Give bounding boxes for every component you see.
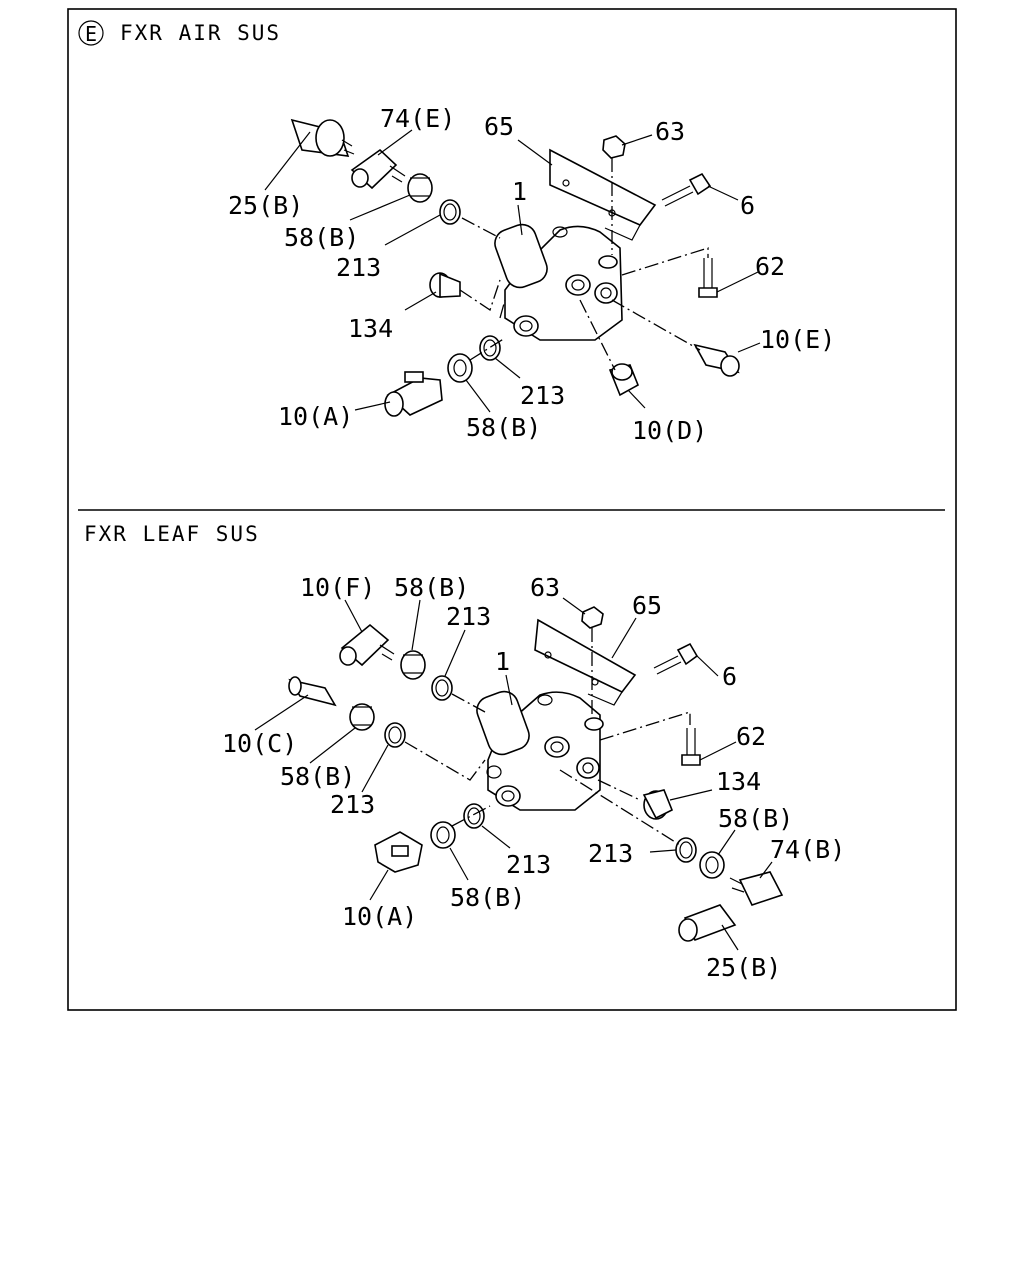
callout-25b: 25(B) — [228, 191, 303, 220]
tee-fitting-74e — [350, 148, 406, 190]
valve-body-1 — [494, 223, 623, 341]
callout-65: 65 — [632, 591, 662, 620]
nut-63 — [602, 135, 626, 159]
pressure-switch-25b — [678, 904, 737, 942]
callout-58b: 58(B) — [450, 883, 525, 912]
callout-6: 6 — [740, 191, 755, 220]
fitting-10a-upper — [384, 371, 443, 417]
fitting-10e — [693, 343, 740, 377]
elbow-fitting-10a — [374, 831, 423, 873]
bracket-65 — [549, 148, 657, 241]
adapter-58b-top — [400, 650, 426, 680]
callout-25b: 25(B) — [706, 953, 781, 982]
callout-58b: 58(B) — [718, 804, 793, 833]
callout-62: 62 — [755, 252, 785, 281]
section-badge-circle — [78, 20, 104, 46]
callout-10d: 10(D) — [632, 416, 707, 445]
elbow-fitting-10f — [339, 623, 395, 667]
washer-213-top — [431, 675, 453, 701]
bolt-62 — [698, 258, 718, 298]
callout-213: 213 — [520, 381, 565, 410]
callout-65: 65 — [484, 112, 514, 141]
fitting-10c — [288, 676, 337, 707]
section-title-air-sus: FXR AIR SUS — [120, 21, 281, 45]
washer-213-lower — [479, 335, 501, 361]
plug-134 — [642, 789, 674, 820]
pressure-switch-25b — [290, 118, 355, 157]
callout-213: 213 — [336, 253, 381, 282]
adapter-58b-left — [349, 703, 375, 731]
callout-1: 1 — [512, 177, 527, 206]
callout-10e: 10(E) — [760, 325, 835, 354]
adapter-58b-upper — [407, 173, 433, 203]
washer-213-right — [675, 837, 697, 863]
plug-134 — [429, 272, 461, 298]
callout-213: 213 — [330, 790, 375, 819]
callout-63: 63 — [530, 573, 560, 602]
adapter-58b-lower — [430, 821, 456, 849]
callout-62: 62 — [736, 722, 766, 751]
callout-58b: 58(B) — [284, 223, 359, 252]
tee-fitting-74b — [729, 871, 784, 906]
leader-lines-leaf — [254, 597, 773, 951]
bolt-6 — [653, 642, 699, 675]
callout-10a: 10(A) — [342, 902, 417, 931]
callout-213: 213 — [506, 850, 551, 879]
callout-213: 213 — [588, 839, 633, 868]
callout-74b: 74(B) — [770, 835, 845, 864]
section-title-leaf-sus: FXR LEAF SUS — [84, 522, 260, 546]
section-leaf-sus: FXR LEAF SUS — [84, 522, 845, 982]
callout-134: 134 — [716, 767, 761, 796]
adapter-58b-lower — [447, 353, 473, 383]
callout-10f: 10(F) — [300, 573, 375, 602]
leader-lines-air — [264, 129, 761, 413]
callout-1: 1 — [495, 647, 510, 676]
fitting-10d — [608, 363, 640, 397]
callout-63: 63 — [655, 117, 685, 146]
callout-58b: 58(B) — [466, 413, 541, 442]
washer-213-left — [384, 722, 406, 748]
callout-134: 134 — [348, 314, 393, 343]
callout-58b: 58(B) — [394, 573, 469, 602]
bracket-65 — [534, 618, 637, 706]
callout-58b: 58(B) — [280, 762, 355, 791]
section-badge-letter: E — [85, 22, 97, 46]
washer-213-upper — [439, 199, 461, 225]
adapter-58b-right — [699, 851, 725, 879]
bolt-6 — [661, 172, 712, 207]
bolt-62 — [681, 728, 701, 766]
callout-6: 6 — [722, 662, 737, 691]
section-air-sus: E FXR AIR SUS — [78, 20, 835, 445]
valve-body-1 — [476, 690, 604, 811]
callout-10c: 10(C) — [222, 729, 297, 758]
nut-63 — [581, 606, 604, 629]
callout-74e: 74(E) — [380, 104, 455, 133]
callout-213: 213 — [446, 602, 491, 631]
callout-10a: 10(A) — [278, 402, 353, 431]
washer-213-lower — [463, 803, 485, 829]
diagram-frame — [67, 8, 957, 1011]
